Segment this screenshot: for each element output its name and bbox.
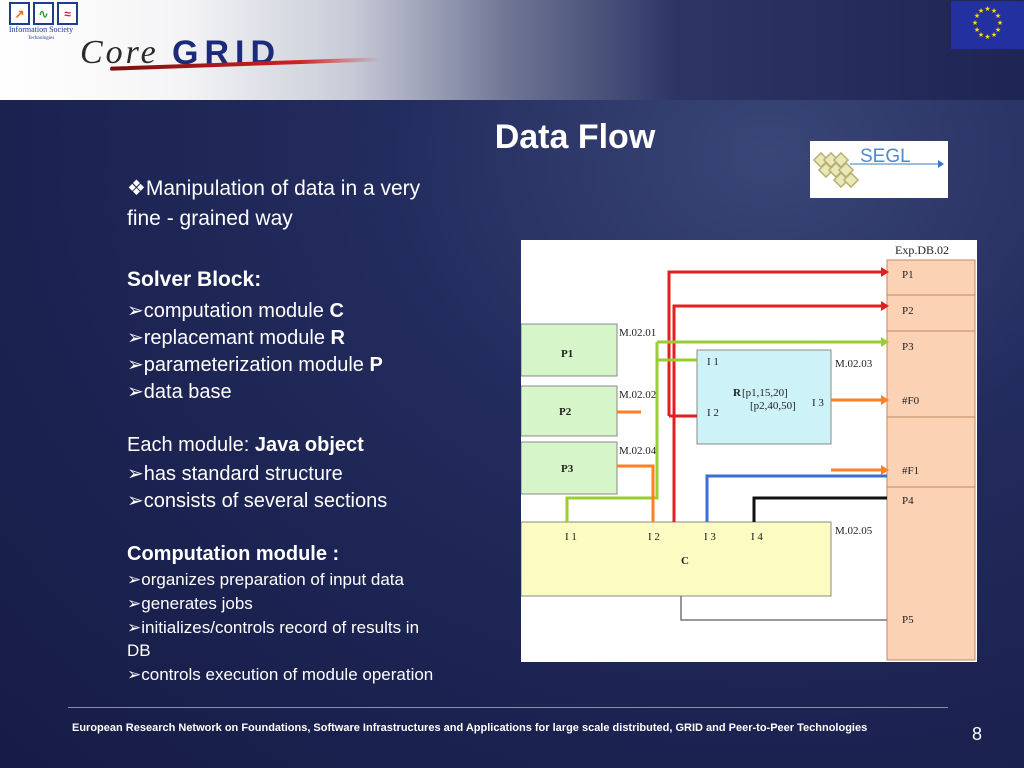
r-module [696, 349, 832, 445]
flow-line-gray [680, 596, 887, 621]
arrow-bullet-icon: ➢ [127, 463, 144, 485]
computation-heading: Computation module : [127, 543, 340, 565]
flow-line-red [667, 270, 881, 416]
module-item: ➢consists of several sections [127, 490, 388, 512]
r-params-1: [p1,15,20] [742, 387, 788, 399]
data-flow-diagram: Exp.DB.02 P1 P2 P3 #F0 #F1 P4 P5 P1 P2 P… [520, 240, 977, 662]
flow-line-orange [617, 464, 655, 522]
comp-item: ➢organizes preparation of input data [127, 570, 404, 589]
r-name: R [733, 387, 742, 399]
flow-line-green [655, 342, 697, 362]
c-name: C [681, 555, 689, 567]
p-module-id: M.02.04 [619, 445, 657, 457]
db-slot: #F0 [902, 395, 920, 407]
db-slot: P3 [902, 341, 914, 353]
svg-text:★: ★ [978, 7, 984, 15]
wave-icon: ∿ [33, 2, 54, 25]
p-module-label: P1 [561, 348, 573, 360]
arrow-bullet-icon: ➢ [127, 300, 144, 322]
db-title: Exp.DB.02 [895, 243, 949, 257]
c-module [520, 521, 832, 597]
r-input: I 2 [707, 407, 719, 419]
coregrid-logo: Core GRID [80, 28, 380, 78]
c-input: I 2 [648, 531, 660, 543]
arrow-bullet-icon: ➢ [127, 665, 142, 684]
segl-logo-text: SEGL [860, 146, 911, 167]
p-module-id: M.02.01 [619, 327, 656, 339]
comp-item: ➢controls execution of module operation [127, 665, 434, 684]
p-module-id: M.02.02 [619, 389, 656, 401]
svg-text:★: ★ [995, 12, 1001, 20]
db-slot: #F1 [902, 465, 919, 477]
solver-item: ➢computation module C [127, 300, 344, 322]
svg-text:★: ★ [991, 7, 997, 15]
header-banner: ↗ ∿ ≈ Information Society Technologies C… [0, 0, 1024, 100]
intro-line: ❖Manipulation of data in a very [127, 177, 421, 200]
solver-item: ➢replacemant module R [127, 327, 345, 349]
approx-icon: ≈ [57, 2, 78, 25]
db-slot: P1 [902, 269, 914, 281]
footer-divider [68, 707, 948, 708]
db-slot: P5 [902, 614, 914, 626]
arrow-bullet-icon: ➢ [127, 570, 142, 589]
svg-text:★: ★ [972, 19, 978, 27]
svg-text:★: ★ [997, 19, 1003, 27]
svg-text:★: ★ [978, 31, 984, 39]
arrow-bullet-icon: ➢ [127, 381, 144, 403]
p-module-label: P3 [561, 463, 574, 475]
ist-logo: ↗ ∿ ≈ Information Society Technologies [4, 2, 78, 50]
arrow-bullet-icon: ➢ [127, 327, 144, 349]
flow-line-blue [705, 474, 887, 522]
intro-line-2: fine - grained way [127, 207, 293, 230]
comp-item: ➢generates jobs [127, 594, 253, 613]
c-input: I 3 [704, 531, 716, 543]
c-input: I 4 [751, 531, 763, 543]
flow-line-green [565, 342, 659, 522]
svg-text:★: ★ [995, 26, 1001, 34]
c-module-id: M.02.05 [835, 525, 873, 537]
db-slot: P4 [902, 495, 914, 507]
r-params-2: [p2,40,50] [750, 400, 796, 412]
each-module-line: Each module: Java object [127, 434, 364, 456]
p-module [520, 441, 618, 495]
comp-item: ➢initializes/controls record of results … [127, 618, 420, 637]
arrow-bullet-icon: ➢ [127, 490, 144, 512]
eu-flag-icon: ★★★ ★★★ ★★★ ★★★ [951, 1, 1024, 49]
db-slot: P2 [902, 305, 914, 317]
arrow-bullet-icon: ➢ [127, 594, 142, 613]
solver-heading: Solver Block: [127, 268, 262, 291]
svg-text:★: ★ [974, 12, 980, 20]
ist-logo-subtext: Technologies [27, 36, 55, 41]
svg-text:★: ★ [974, 26, 980, 34]
diamond-bullet-icon: ❖ [127, 177, 146, 200]
c-input: I 1 [565, 531, 577, 543]
page-number: 8 [972, 724, 983, 744]
footer-text: European Research Network on Foundations… [72, 722, 868, 734]
svg-text:★: ★ [984, 33, 990, 41]
slide-title: Data Flow [494, 118, 656, 156]
svg-text:★: ★ [991, 31, 997, 39]
ist-logo-text: Information Society Technologies [4, 25, 78, 43]
r-output: I 3 [812, 397, 824, 409]
p-module-label: P2 [559, 406, 572, 418]
solver-item: ➢parameterization module P [127, 354, 383, 376]
arrow-bullet-icon: ➢ [127, 618, 142, 637]
database [886, 259, 976, 661]
flow-line-black [752, 496, 887, 522]
comp-item-cont: DB [127, 641, 151, 660]
flow-line-red [672, 304, 881, 522]
arrow-icon: ↗ [9, 2, 30, 25]
solver-item: ➢data base [127, 381, 232, 403]
segl-logo: SEGL [810, 141, 948, 198]
svg-text:★: ★ [984, 5, 990, 13]
module-item: ➢has standard structure [127, 463, 343, 485]
arrowheads [881, 267, 889, 475]
arrow-bullet-icon: ➢ [127, 354, 144, 376]
r-module-id: M.02.03 [835, 358, 873, 370]
p-module [520, 323, 618, 377]
r-input: I 1 [707, 356, 719, 368]
